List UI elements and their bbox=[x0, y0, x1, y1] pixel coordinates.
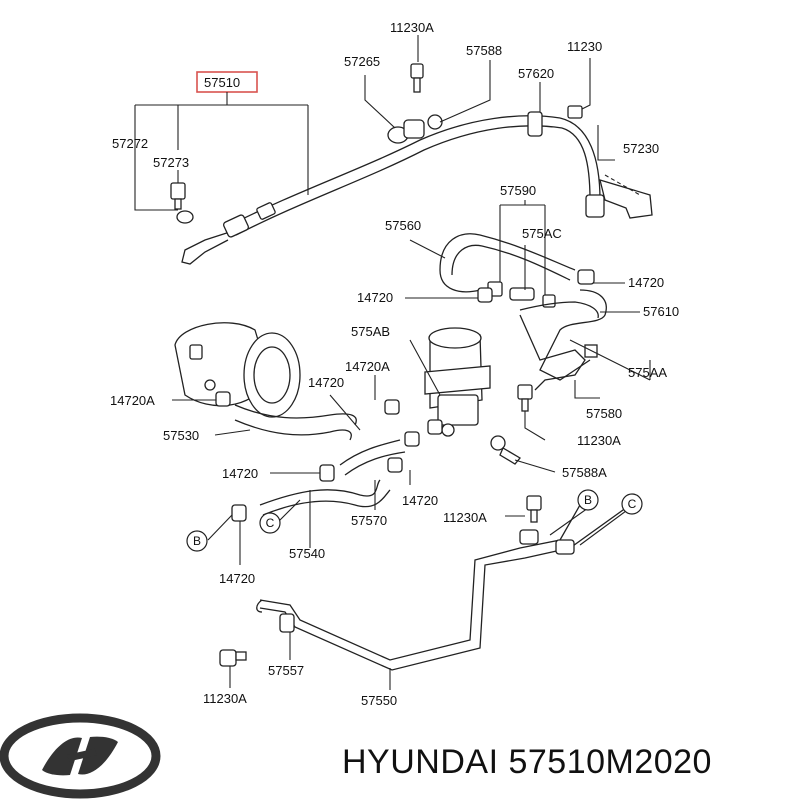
clamp-14720-e bbox=[387, 457, 403, 473]
label-57265: 57265 bbox=[344, 54, 380, 69]
bolt-11230 bbox=[567, 105, 583, 119]
bolt-11230A-low-shank bbox=[530, 509, 538, 523]
pump-assembly bbox=[174, 322, 301, 418]
label-57273: 57273 bbox=[153, 155, 189, 170]
clamp-14720-f bbox=[231, 504, 247, 522]
leader-57588 bbox=[439, 60, 491, 123]
leader-C-right bbox=[579, 507, 631, 546]
label-11230A-mid: 11230A bbox=[577, 433, 621, 448]
label-57588A: 57588A bbox=[562, 465, 607, 480]
bolt-11230A-mid-shank bbox=[521, 398, 529, 412]
label-11230A-bot: 11230A bbox=[203, 691, 247, 706]
label-575AA: 575AA bbox=[628, 365, 667, 380]
label-11230A-low: 11230A bbox=[443, 510, 487, 525]
label-57588: 57588 bbox=[466, 43, 502, 58]
bracket-57230 bbox=[599, 174, 653, 219]
clamp-14720-b bbox=[477, 287, 493, 303]
label-575AC: 575AC bbox=[522, 226, 562, 241]
clamp-14720-d bbox=[319, 464, 335, 482]
label-14720-e: 14720 bbox=[402, 493, 438, 508]
leader-B-left bbox=[207, 514, 233, 541]
label-14720-d: 14720 bbox=[222, 466, 258, 481]
leader-B-right bbox=[549, 507, 589, 536]
clamp-14720A-a bbox=[215, 391, 231, 407]
leader-57590 bbox=[499, 200, 546, 298]
callout-C-right: C bbox=[621, 493, 643, 515]
pipe-57580 bbox=[519, 314, 586, 391]
label-57570: 57570 bbox=[351, 513, 387, 528]
label-14720-c: 14720 bbox=[308, 375, 344, 390]
leader-11230-top bbox=[579, 58, 591, 111]
leader-575AB bbox=[409, 339, 441, 396]
label-575AB: 575AB bbox=[351, 324, 390, 339]
label-57272: 57272 bbox=[112, 136, 148, 151]
pressure-hose-assembly bbox=[181, 111, 605, 265]
label-57530: 57530 bbox=[163, 428, 199, 443]
suction-pipe-57610 bbox=[519, 289, 607, 381]
bolt-11230A-low bbox=[526, 495, 542, 511]
label-57560: 57560 bbox=[385, 218, 421, 233]
label-14720-b: 14720 bbox=[357, 290, 393, 305]
leader-57588A bbox=[514, 459, 556, 473]
leader-57560 bbox=[409, 239, 446, 259]
brand-part-text: HYUNDAI 57510M2020 bbox=[342, 743, 712, 781]
svg-text:C: C bbox=[266, 516, 275, 530]
clamp-14720-a bbox=[577, 269, 595, 285]
clamp-14720A-b bbox=[384, 399, 400, 415]
leader-11230A-mid bbox=[524, 410, 546, 441]
leader-575AA bbox=[569, 339, 651, 381]
label-57230: 57230 bbox=[623, 141, 659, 156]
label-57610: 57610 bbox=[643, 304, 679, 319]
label-11230A-top: 11230A bbox=[390, 20, 434, 35]
hose-57530 bbox=[234, 404, 357, 441]
leader-57510 bbox=[134, 92, 309, 211]
clamp-57588 bbox=[387, 63, 443, 144]
reservoir bbox=[424, 327, 491, 437]
label-14720-a: 14720 bbox=[628, 275, 664, 290]
label-57580: 57580 bbox=[586, 406, 622, 421]
svg-text:C: C bbox=[628, 497, 637, 511]
callout-B-left: B bbox=[186, 530, 208, 552]
svg-text:B: B bbox=[584, 493, 592, 507]
label-14720-f: 14720 bbox=[219, 571, 255, 586]
label-57590: 57590 bbox=[500, 183, 536, 198]
leader-14720-c bbox=[329, 394, 361, 431]
bolt-11230A-mid bbox=[517, 384, 533, 400]
svg-text:B: B bbox=[193, 534, 201, 548]
leader-C-left bbox=[277, 499, 301, 523]
label-57620: 57620 bbox=[518, 66, 554, 81]
label-57557: 57557 bbox=[268, 663, 304, 678]
leader-57580 bbox=[574, 380, 600, 399]
cooler-lines-57550 bbox=[256, 504, 631, 671]
bolt-11230A-bot-shank bbox=[235, 651, 247, 661]
label-14720A-b: 14720A bbox=[110, 393, 155, 408]
label-57510: 57510 bbox=[204, 75, 240, 90]
callout-B-right: B bbox=[577, 489, 599, 511]
return-hose-57560 bbox=[439, 233, 576, 293]
label-57540: 57540 bbox=[289, 546, 325, 561]
label-57550: 57550 bbox=[361, 693, 397, 708]
bolt-11230A-bot bbox=[219, 649, 237, 667]
hose-57540 bbox=[259, 479, 391, 516]
label-11230-top: 11230 bbox=[567, 39, 602, 54]
callout-C-left: C bbox=[259, 512, 281, 534]
hose-57570 bbox=[339, 419, 443, 476]
leader-57230 bbox=[597, 125, 615, 161]
leader-57530 bbox=[214, 429, 251, 436]
hyundai-logo bbox=[0, 713, 161, 799]
fitting-57273 bbox=[170, 182, 194, 224]
label-14720A-a: 14720A bbox=[345, 359, 390, 374]
leader-57265 bbox=[364, 75, 396, 129]
